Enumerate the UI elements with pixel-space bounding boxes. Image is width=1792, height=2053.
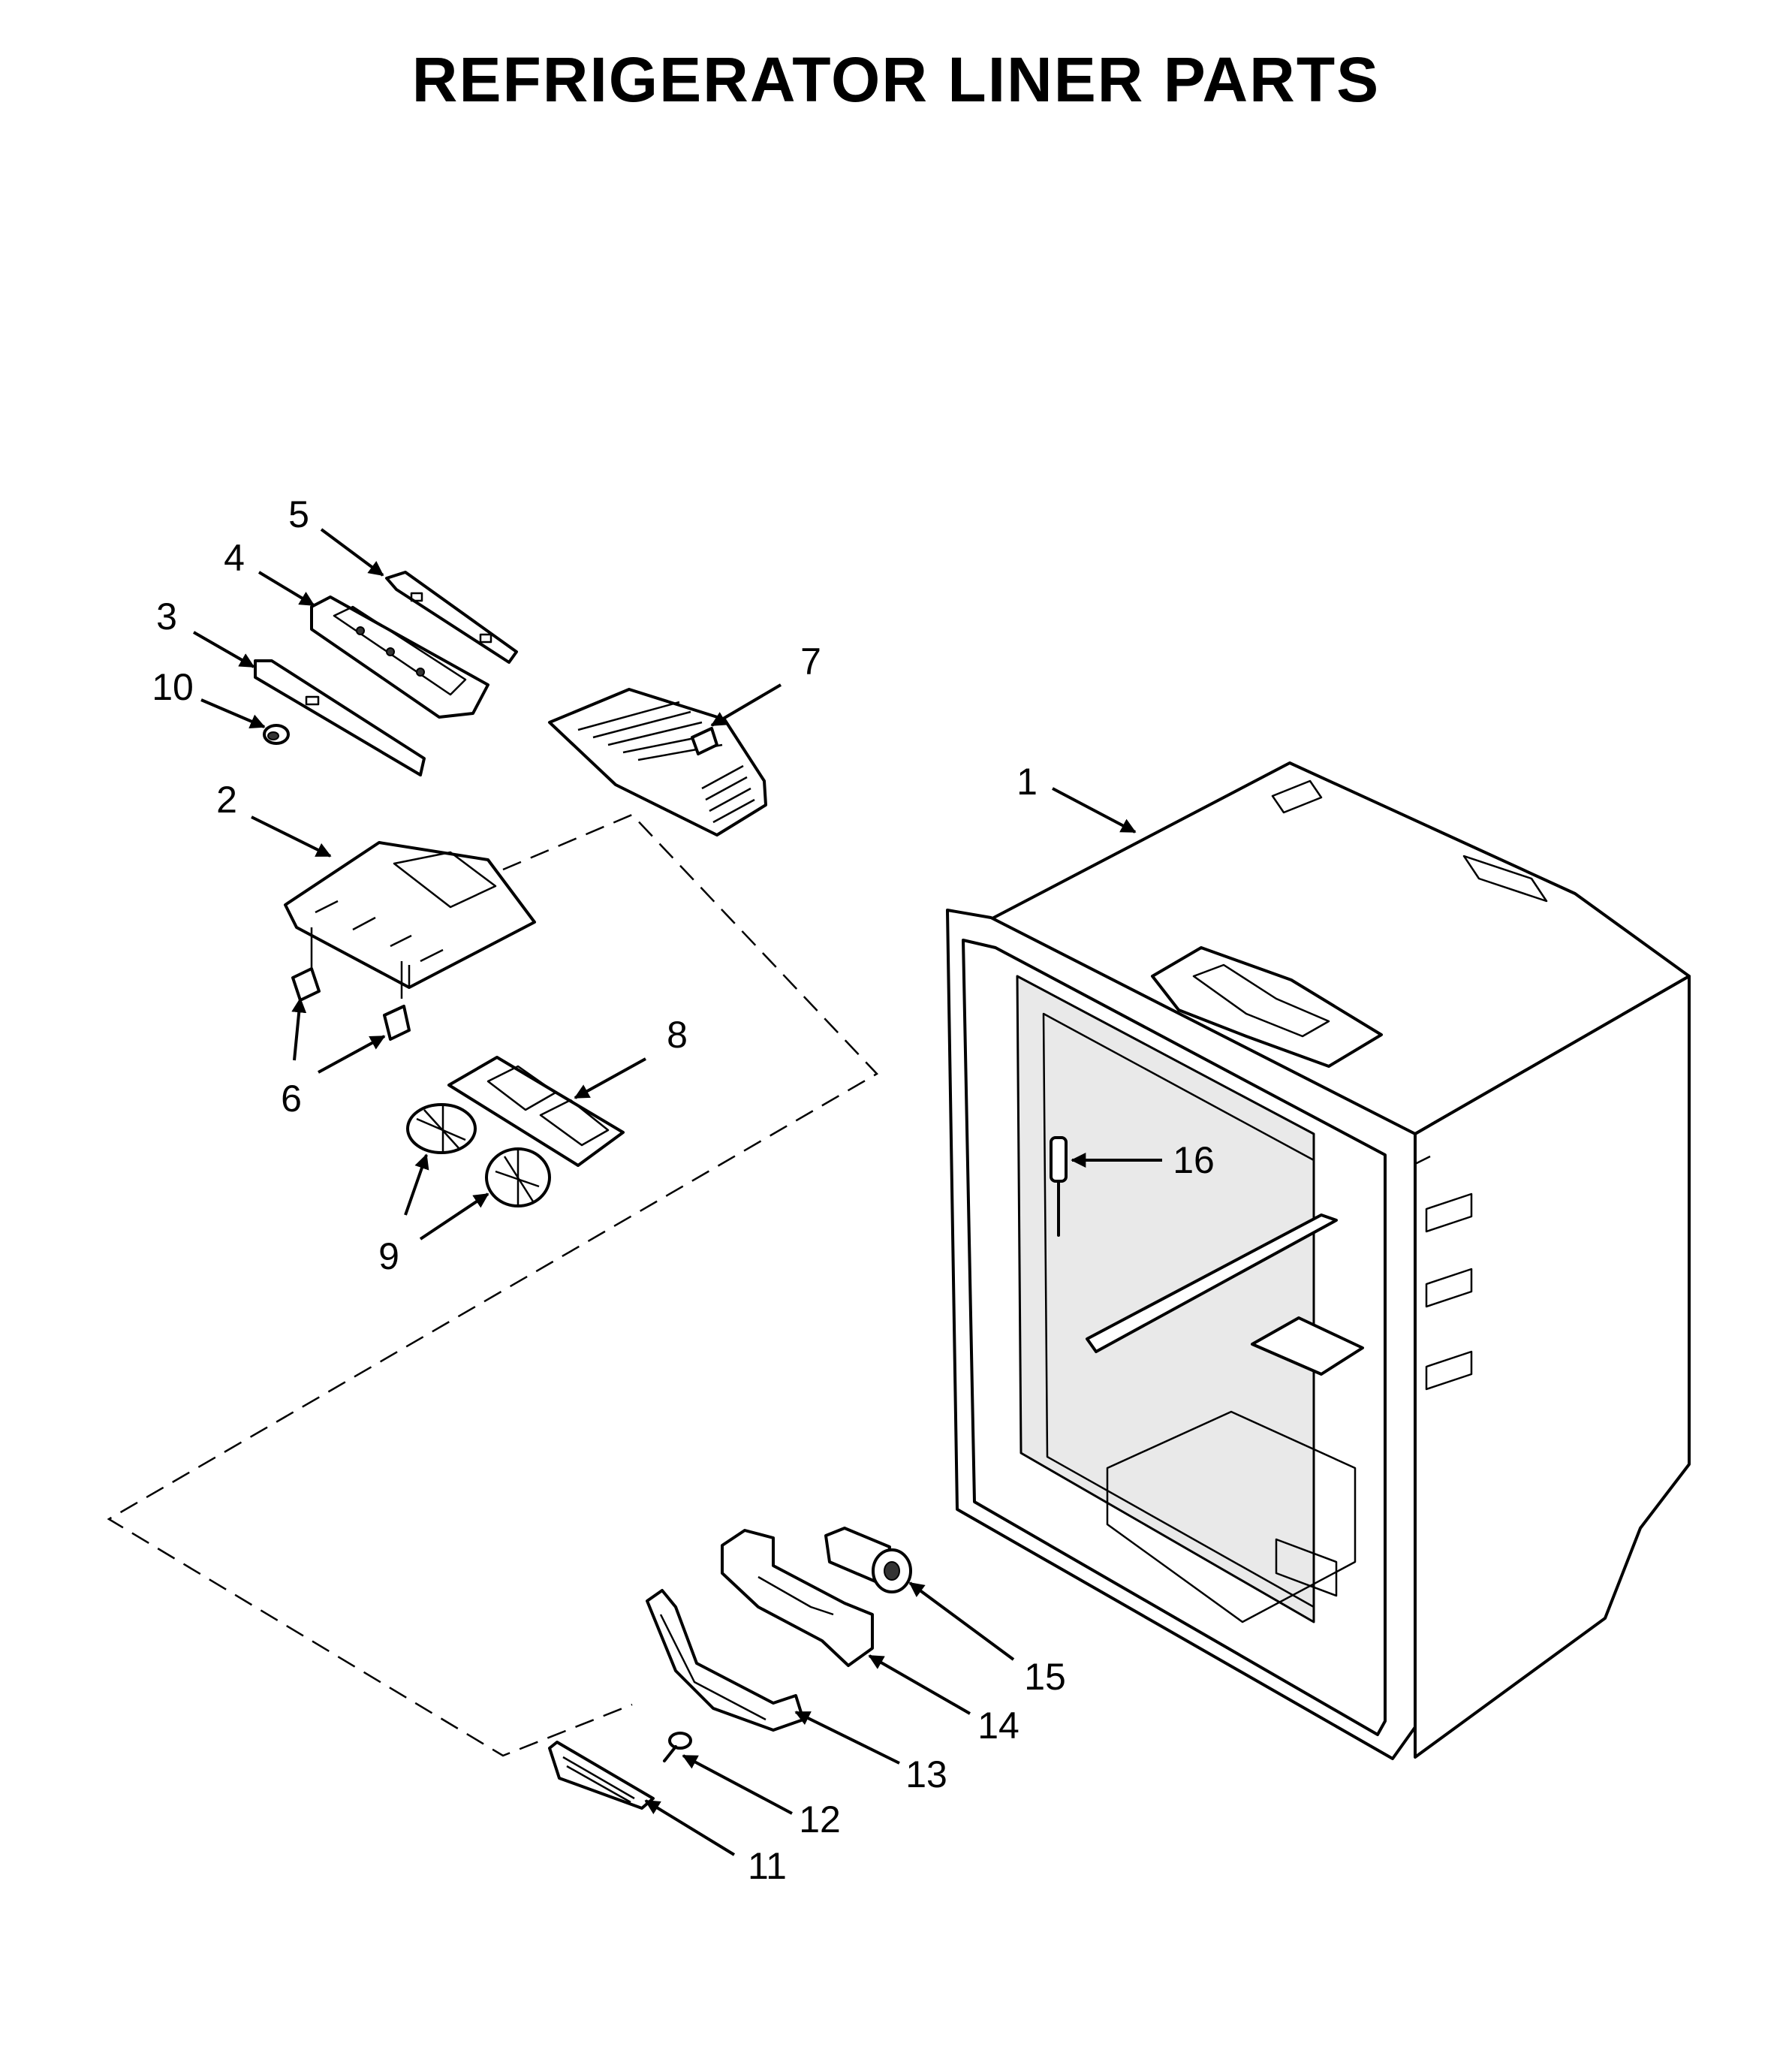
leader-15 [908, 1581, 1015, 1661]
callout-5: 5 [288, 493, 309, 535]
leader-13 [794, 1711, 900, 1765]
leader-4 [258, 571, 315, 607]
part-12-screw [663, 1732, 692, 1762]
leader-7 [710, 683, 782, 727]
callout-12: 12 [799, 1798, 841, 1840]
callout-6: 6 [281, 1078, 302, 1120]
part-4-control-board [310, 595, 489, 719]
part-11-cover [548, 1741, 655, 1810]
callout-1: 1 [1016, 761, 1038, 803]
part-13-ice-bin-front [646, 1589, 805, 1732]
part-5-light-bar [385, 571, 518, 664]
leader-9b [419, 1192, 489, 1241]
callout-9: 9 [378, 1235, 399, 1277]
callout-numbers: 1 2 3 4 5 6 7 8 9 10 11 12 13 14 15 16 [152, 493, 1215, 1887]
leader-8 [574, 1057, 646, 1099]
part-3-bezel [254, 659, 426, 776]
part-6-switches [291, 967, 411, 1041]
callout-13: 13 [905, 1753, 947, 1795]
part-2-control-housing [284, 841, 536, 999]
callout-15: 15 [1024, 1656, 1066, 1698]
callout-8: 8 [667, 1014, 688, 1056]
leader-6a [291, 997, 307, 1061]
assembly-guide-lines [107, 813, 878, 1757]
callout-4: 4 [224, 537, 245, 579]
callout-3: 3 [156, 595, 177, 638]
leader-6b [318, 1035, 386, 1074]
diagram-title: REFRIGERATOR LINER PARTS [411, 44, 1381, 115]
leader-14 [868, 1654, 971, 1715]
part-15-damper-motor [824, 1527, 912, 1593]
callout-11: 11 [748, 1845, 787, 1887]
part-16-sensor [1050, 1136, 1068, 1237]
part-14-ice-bracket [721, 1529, 874, 1667]
leader-12 [682, 1754, 793, 1815]
leader-3 [193, 631, 255, 668]
part-10-knob [263, 724, 290, 745]
leader-10 [200, 698, 266, 728]
leader-5 [320, 528, 384, 577]
part-1-liner [946, 761, 1691, 1760]
leader-arrows [193, 528, 1162, 1856]
leader-1 [1052, 787, 1137, 834]
part-8-damper-housing [447, 1056, 625, 1167]
leader-9a [404, 1153, 429, 1216]
part-9-fans [406, 1103, 551, 1207]
callout-7: 7 [800, 641, 821, 683]
callout-16: 16 [1173, 1139, 1215, 1181]
callout-14: 14 [977, 1705, 1019, 1747]
leader-11 [644, 1799, 736, 1856]
callout-2: 2 [216, 779, 237, 821]
leader-2 [251, 815, 332, 858]
callout-10: 10 [152, 666, 194, 708]
